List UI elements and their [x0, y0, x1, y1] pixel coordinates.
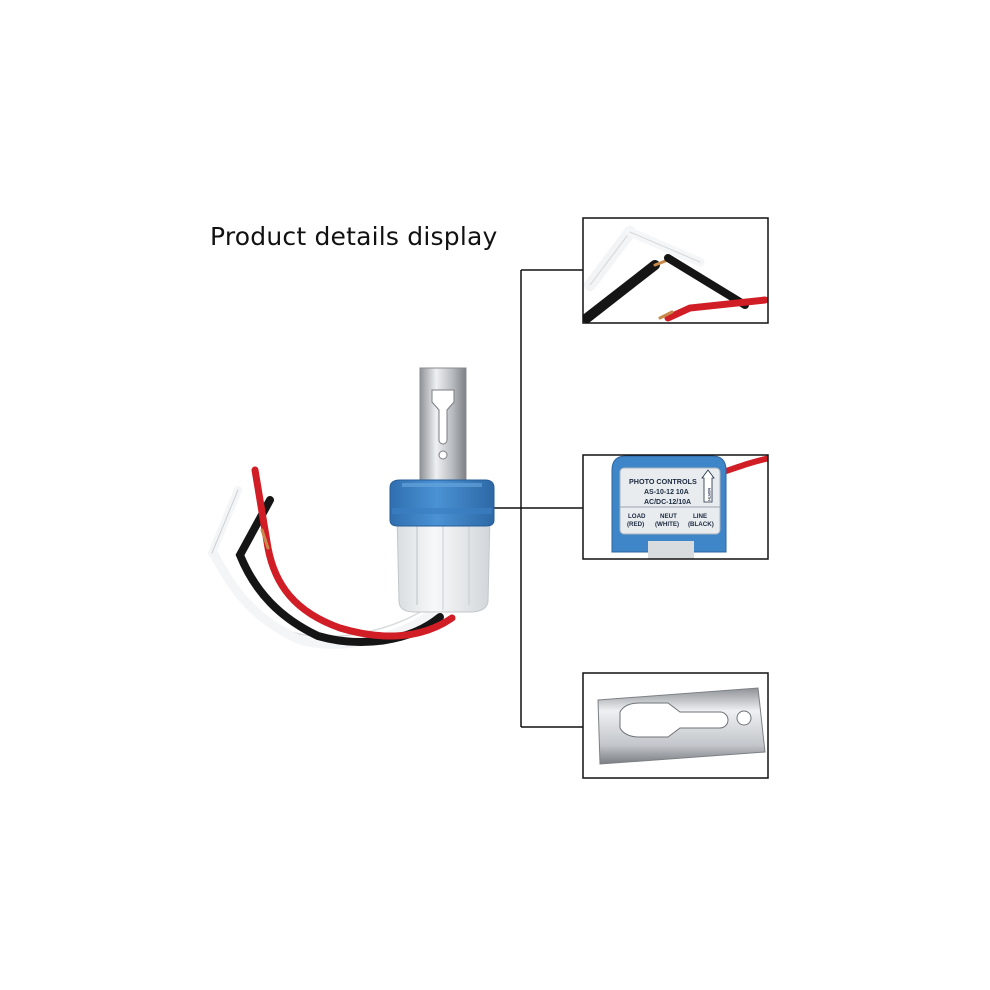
wires-main	[208, 466, 456, 649]
terminal-load-color: (RED)	[627, 521, 644, 528]
terminal-neut-name: NEUT	[660, 513, 677, 520]
detail-inset-label: PHOTO CONTROLS AS-10-12 10A AC/DC-12/10A…	[582, 454, 769, 560]
terminal-line-name: LINE	[693, 513, 707, 520]
label-title: PHOTO CONTROLS	[629, 477, 697, 486]
detail-inset-wires	[582, 217, 769, 324]
page-title: Product details display	[210, 222, 498, 251]
detail-inset-bracket	[582, 672, 769, 779]
label-rating: AC/DC-12/10A	[644, 499, 691, 506]
terminal-neut-color: (WHITE)	[655, 521, 679, 528]
north-arrow-label: NORTH	[707, 488, 711, 501]
terminal-load-name: LOAD	[628, 513, 646, 520]
photocell-sensor-main	[208, 367, 495, 649]
connector-lines	[492, 269, 583, 728]
label-model: AS-10-12 10A	[644, 489, 689, 496]
terminal-line-color: (BLACK)	[688, 521, 714, 528]
